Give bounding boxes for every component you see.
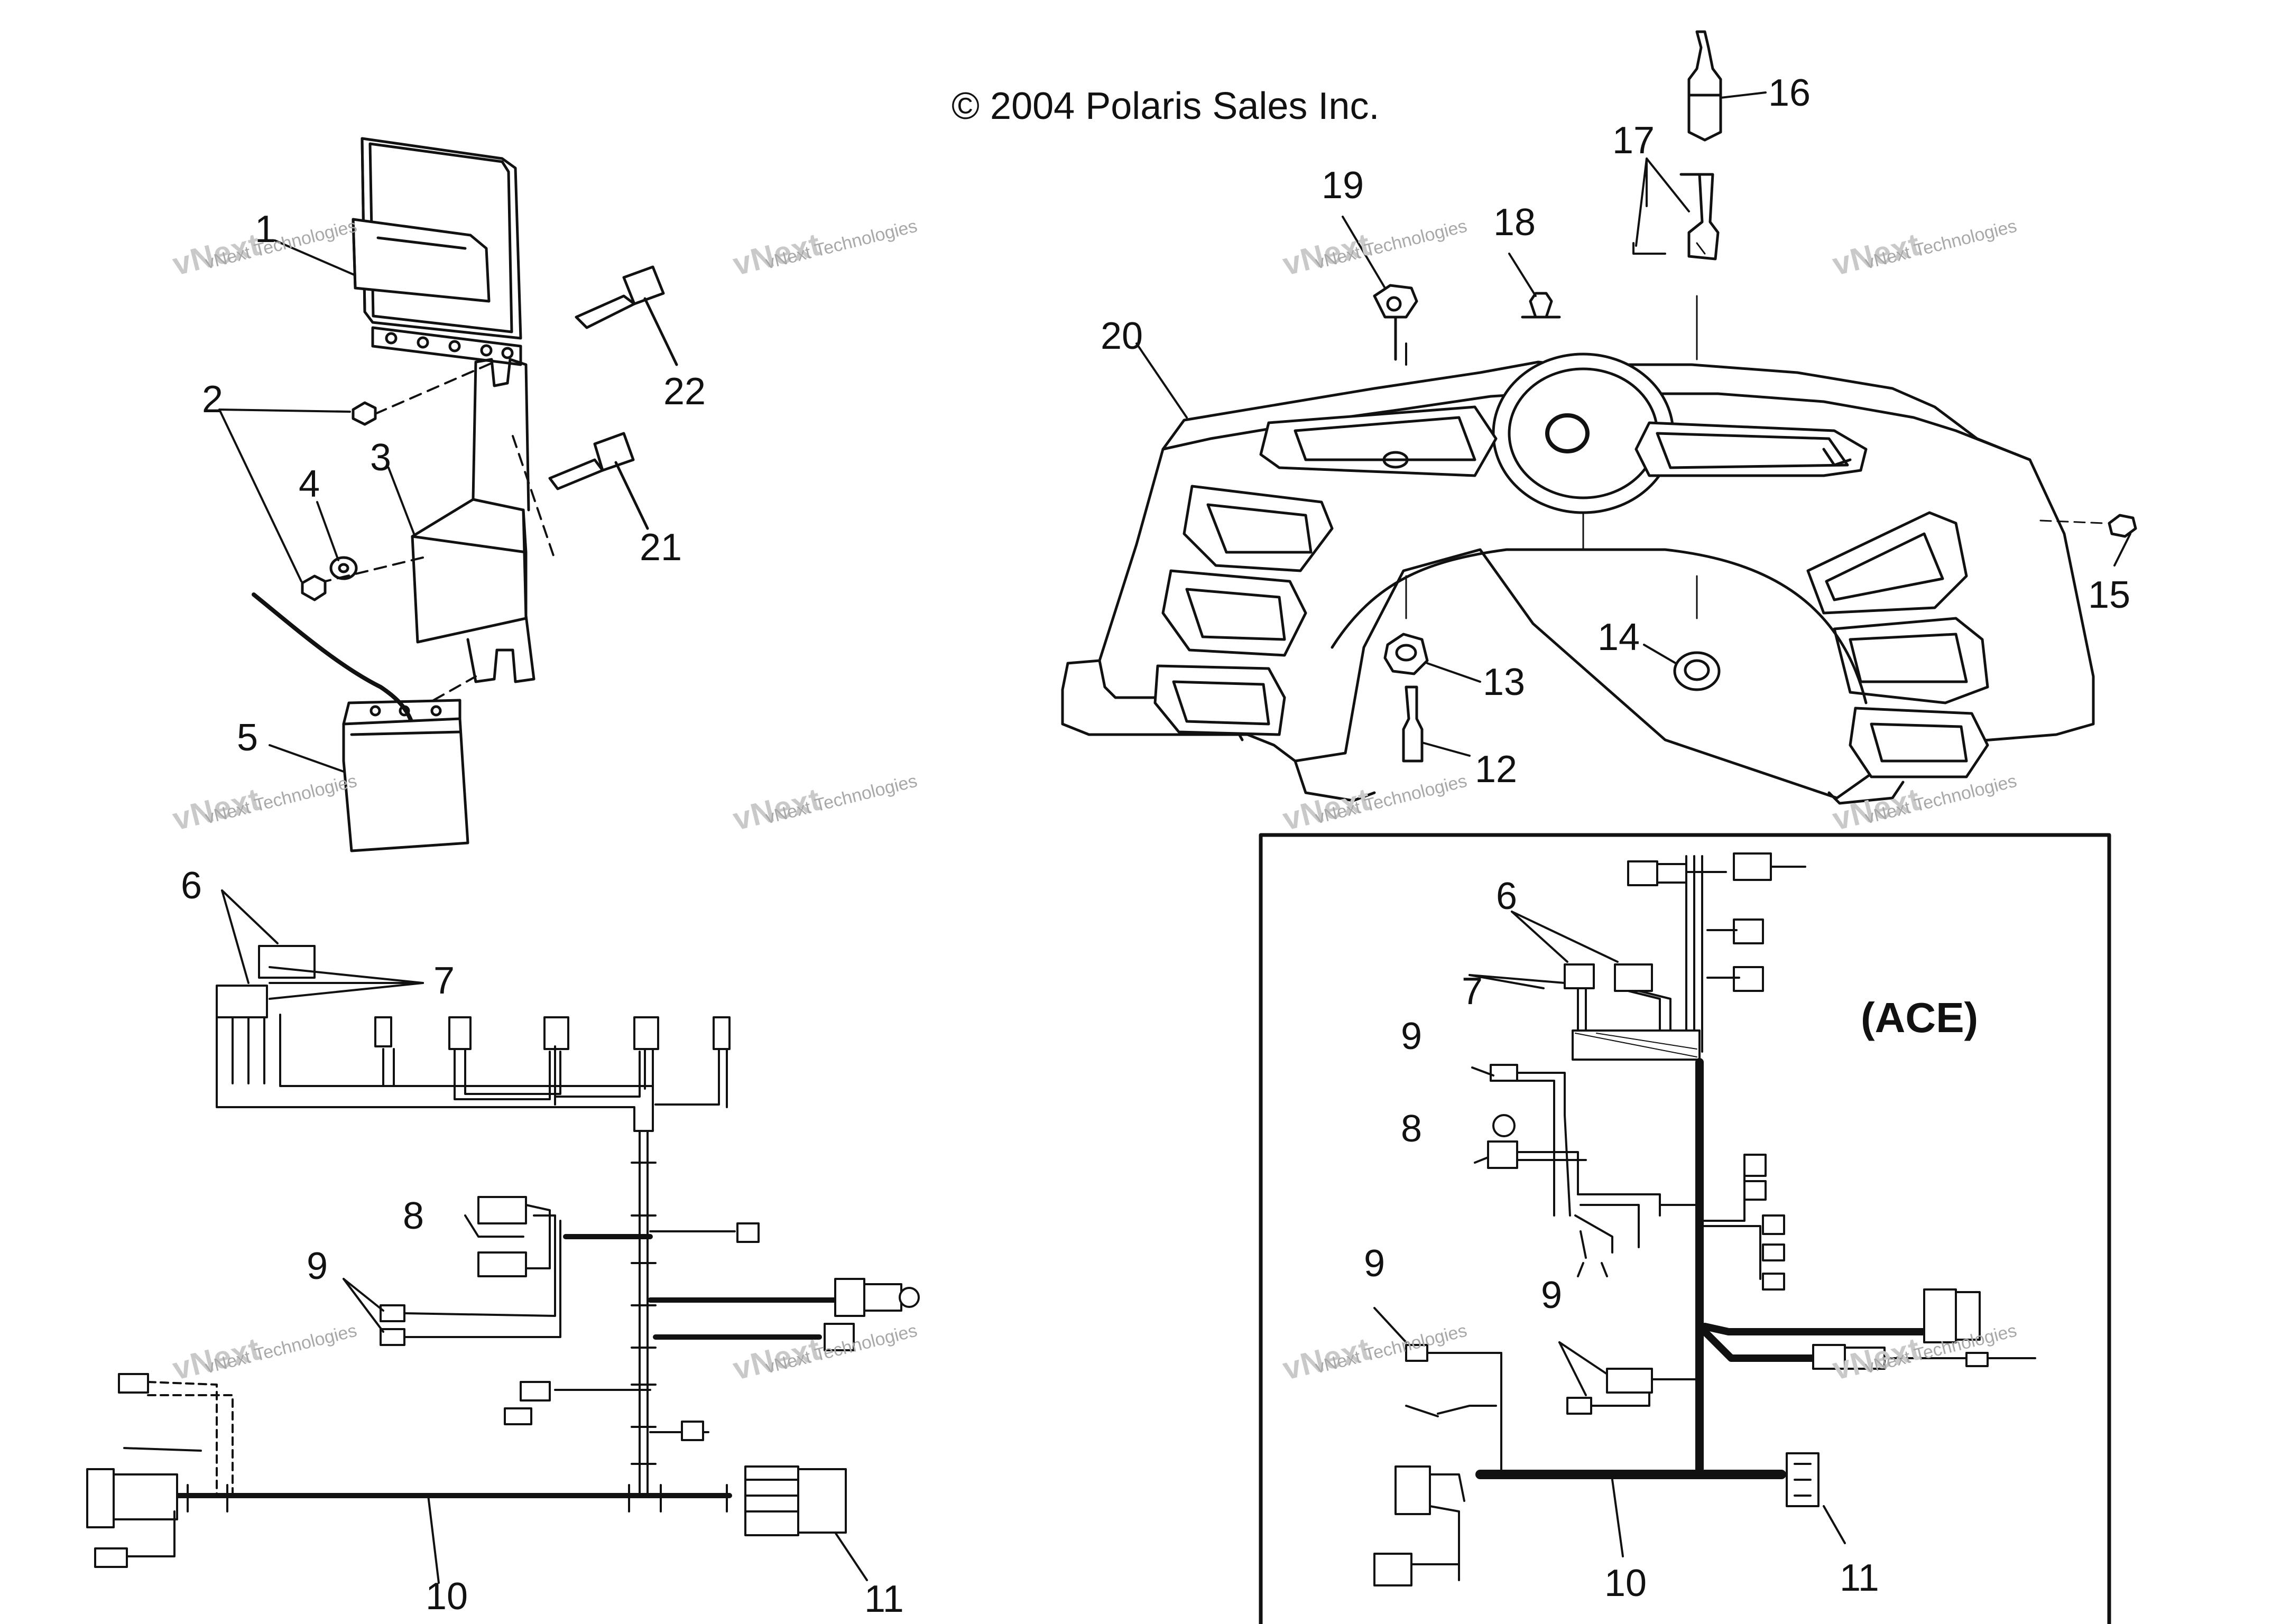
callout-6: 6 [181,865,202,907]
callout-11: 11 [864,1578,904,1620]
part-2-nuts [301,361,495,601]
callout-14: 14 [1597,616,1640,658]
callout-5: 5 [237,717,258,759]
part-22-bolt [575,265,678,366]
callout-10: 10 [426,1575,468,1618]
copyright-text: © 2004 Polaris Sales Inc. [952,85,1380,127]
callout-13: 13 [1483,661,1526,703]
callout-15: 15 [2088,574,2131,616]
ace-inset-frame [1259,833,2111,1624]
callout-21: 21 [640,526,682,569]
callout-19: 19 [1322,164,1364,207]
ace-callout-6: 6 [1496,875,1518,917]
ace-wiring-harness [1373,852,2036,1586]
callout-16: 16 [1768,72,1811,114]
callout-12: 12 [1475,748,1518,791]
part-4-washer [329,556,358,580]
ace-callout-9c: 9 [1541,1274,1563,1316]
ace-callout-7: 7 [1462,970,1483,1013]
part-20-dashboard [1061,352,2095,805]
callout-2: 2 [202,378,224,421]
part-1-control-module [352,137,522,366]
callout-18: 18 [1493,201,1536,244]
callout-9: 9 [307,1245,328,1287]
ace-callout-8: 8 [1401,1108,1423,1150]
ace-callout-11: 11 [1840,1557,1879,1599]
part-5-module [252,592,477,852]
callout-3: 3 [370,437,392,479]
part-21-bolt [512,432,649,561]
dashboard-small-parts [1135,30,2137,763]
callout-4: 4 [299,463,320,505]
leader-lines-left [218,239,416,773]
callout-17: 17 [1612,119,1655,162]
callout-1: 1 [255,208,276,250]
ace-callout-10: 10 [1604,1562,1647,1604]
part-3-regulator [324,358,535,683]
ace-inset-label: (ACE) [1861,994,1979,1041]
callout-7: 7 [433,960,455,1002]
callout-8: 8 [403,1195,424,1237]
ace-callout-9a: 9 [1401,1015,1423,1057]
ace-callout-9b: 9 [1364,1242,1386,1285]
callout-22: 22 [663,370,706,413]
callout-20: 20 [1101,315,1143,357]
left-wiring-harness [86,889,920,1584]
